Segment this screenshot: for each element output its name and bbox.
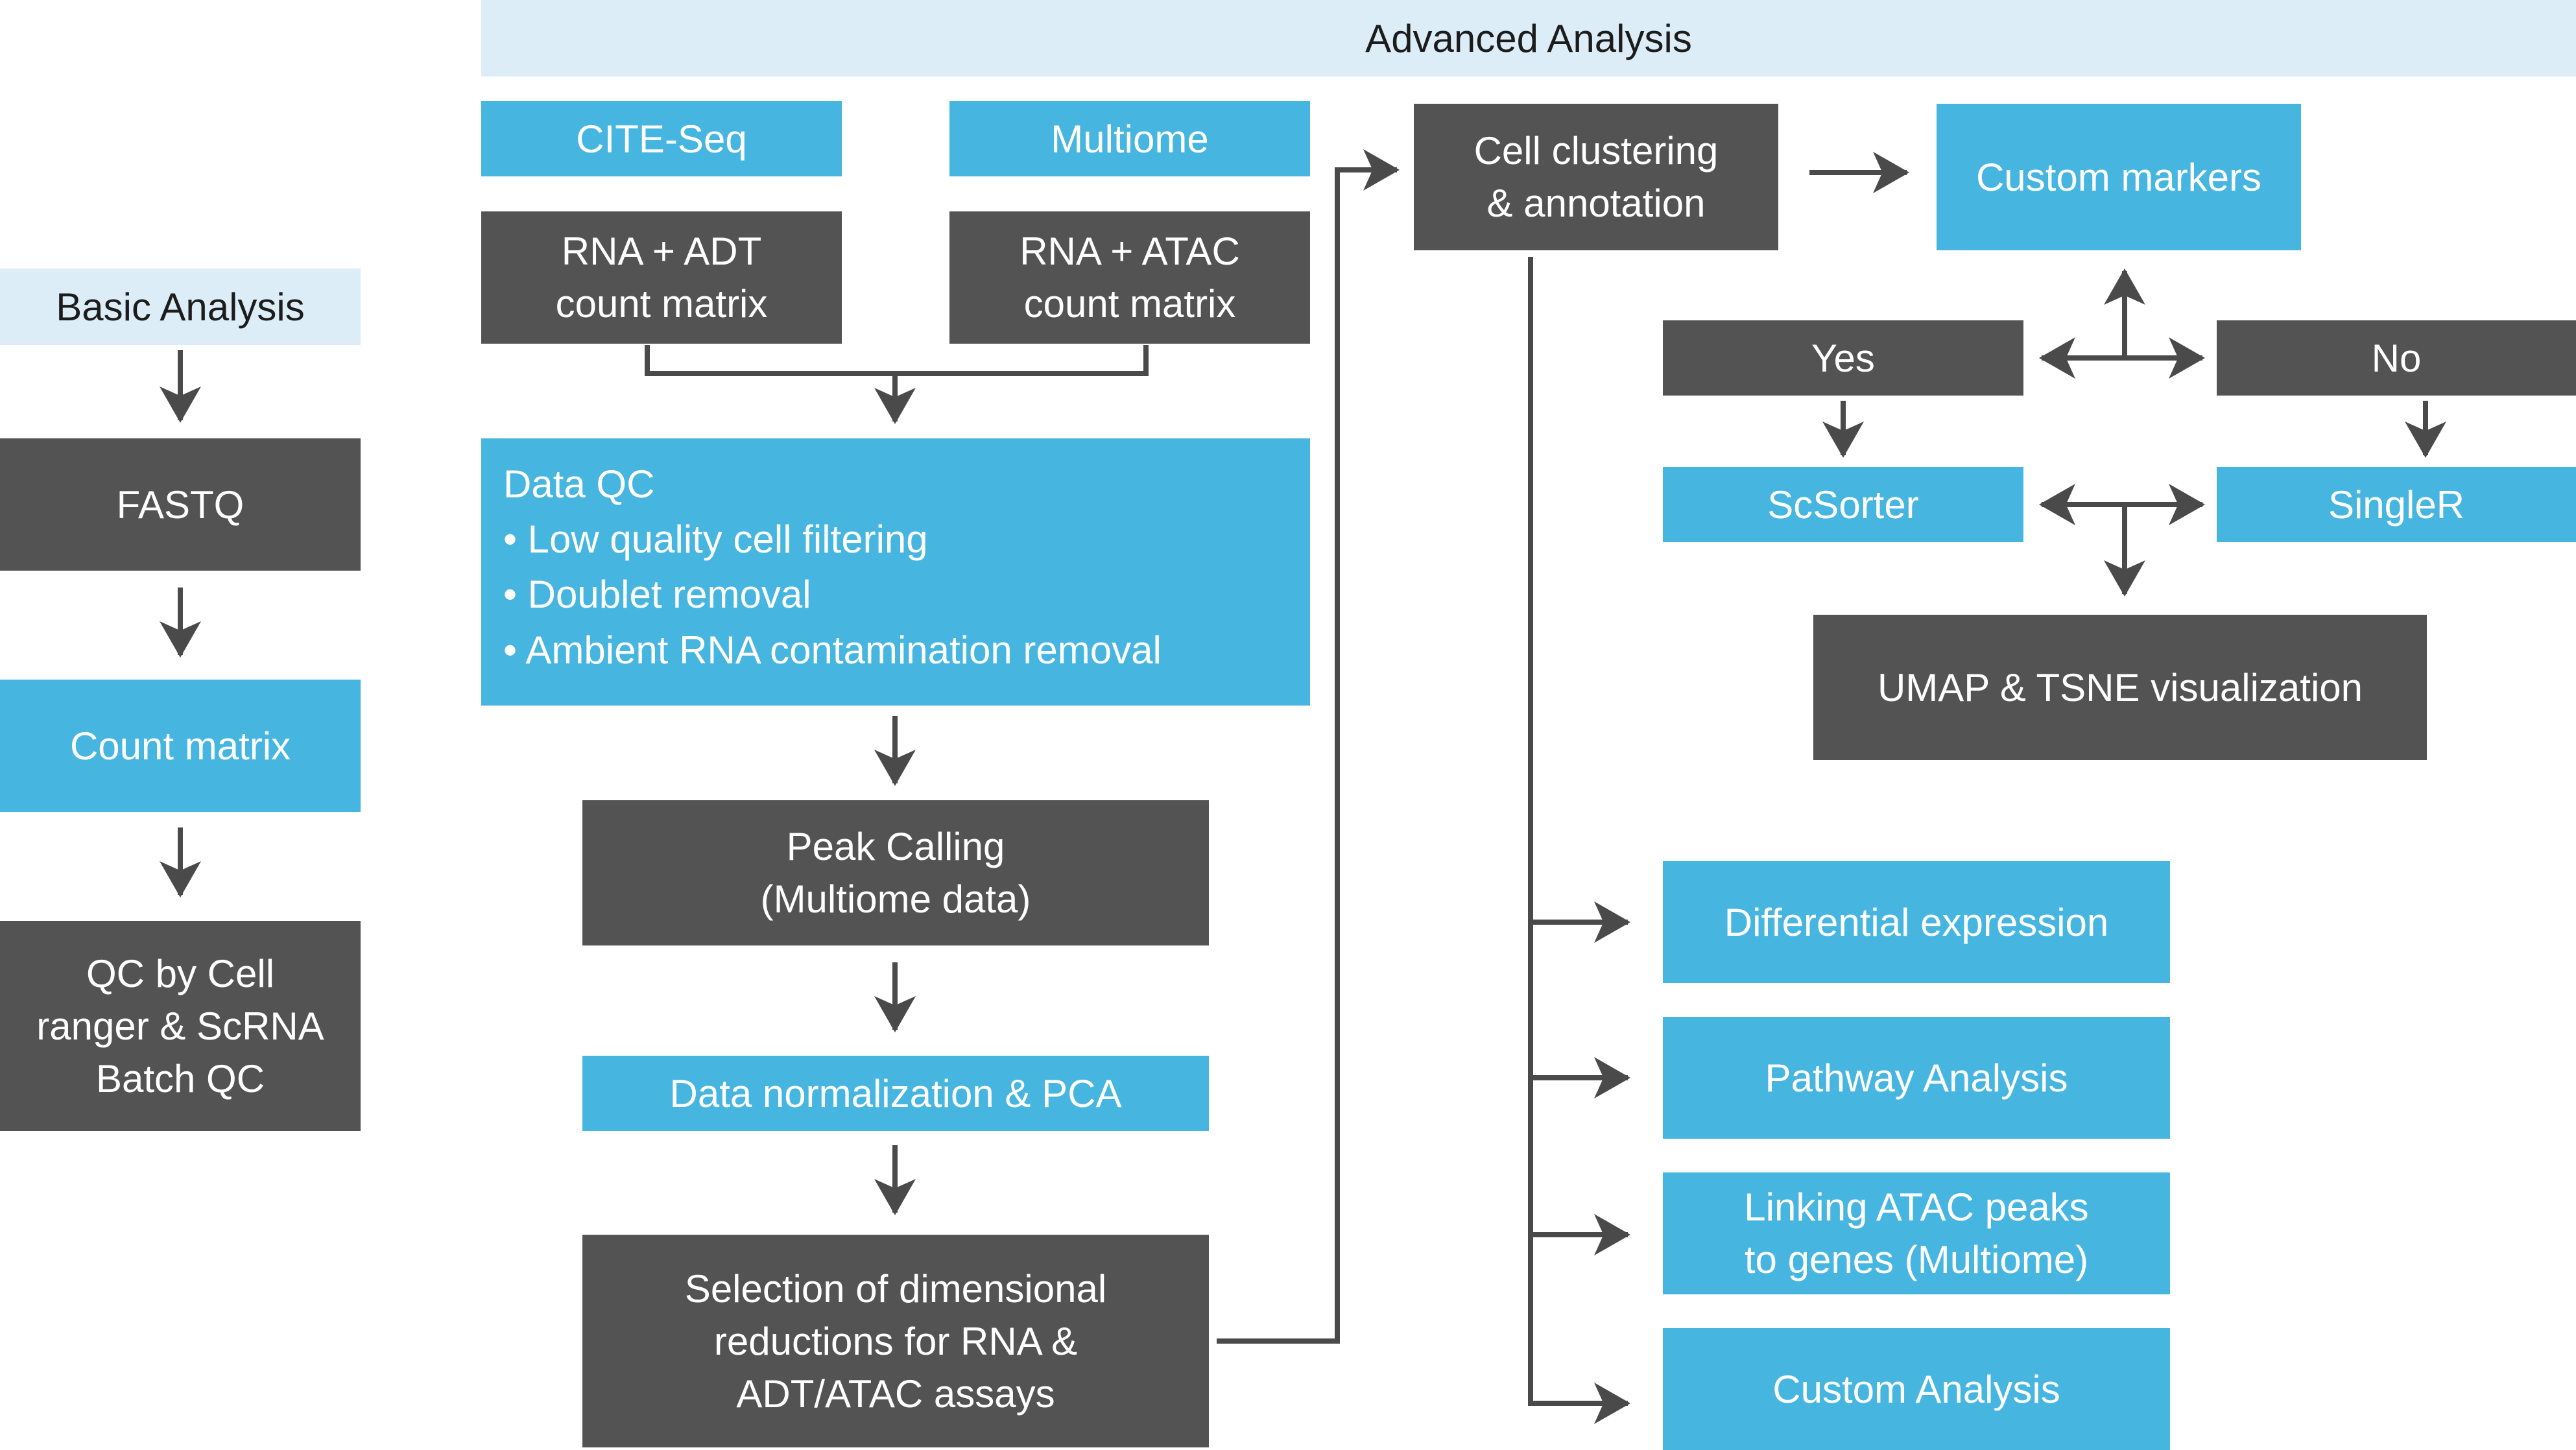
data-qc-item: • Doublet removal xyxy=(503,573,811,617)
fastq-box: FASTQ xyxy=(0,438,361,571)
peak-calling-box: Peak Calling (Multiome data) xyxy=(582,800,1209,945)
no-box: No xyxy=(2217,320,2576,396)
data-qc-item: • Ambient RNA contamination removal xyxy=(503,628,1162,672)
rna-adt-box: RNA + ADT count matrix xyxy=(481,211,842,344)
count-matrix-box: Count matrix xyxy=(0,680,361,812)
arrow-selection-to-clustering xyxy=(1217,149,1400,1344)
merge-bracket xyxy=(645,345,1149,376)
differential-expression-box: Differential expression xyxy=(1663,861,2170,983)
rna-atac-box: RNA + ATAC count matrix xyxy=(949,211,1310,344)
advanced-analysis-header: Advanced Analysis xyxy=(481,0,2576,77)
data-qc-box: Data QC • Low quality cell filtering • D… xyxy=(481,438,1310,706)
pathway-analysis-box: Pathway Analysis xyxy=(1663,1017,2170,1139)
data-qc-item: • Low quality cell filtering xyxy=(503,517,928,562)
scsorter-box: ScSorter xyxy=(1663,467,2023,542)
umap-tsne-box: UMAP & TSNE visualization xyxy=(1813,615,2427,760)
yes-box: Yes xyxy=(1663,320,2023,396)
singler-box: SingleR xyxy=(2217,467,2576,542)
qc-cellranger-box: QC by Cell ranger & ScRNA Batch QC xyxy=(0,921,361,1131)
cite-seq-label: CITE-Seq xyxy=(481,101,842,176)
multiome-label: Multiome xyxy=(949,101,1310,176)
selection-box: Selection of dimensional reductions for … xyxy=(582,1235,1209,1447)
basic-analysis-header: Basic Analysis xyxy=(0,268,361,345)
normalization-box: Data normalization & PCA xyxy=(582,1056,1209,1131)
data-qc-title: Data QC xyxy=(503,462,655,506)
custom-markers-box: Custom markers xyxy=(1937,104,2301,250)
custom-analysis-box: Custom Analysis xyxy=(1663,1328,2170,1450)
cell-clustering-box: Cell clustering & annotation xyxy=(1414,104,1778,250)
linking-atac-box: Linking ATAC peaks to genes (Multiome) xyxy=(1663,1172,2170,1294)
